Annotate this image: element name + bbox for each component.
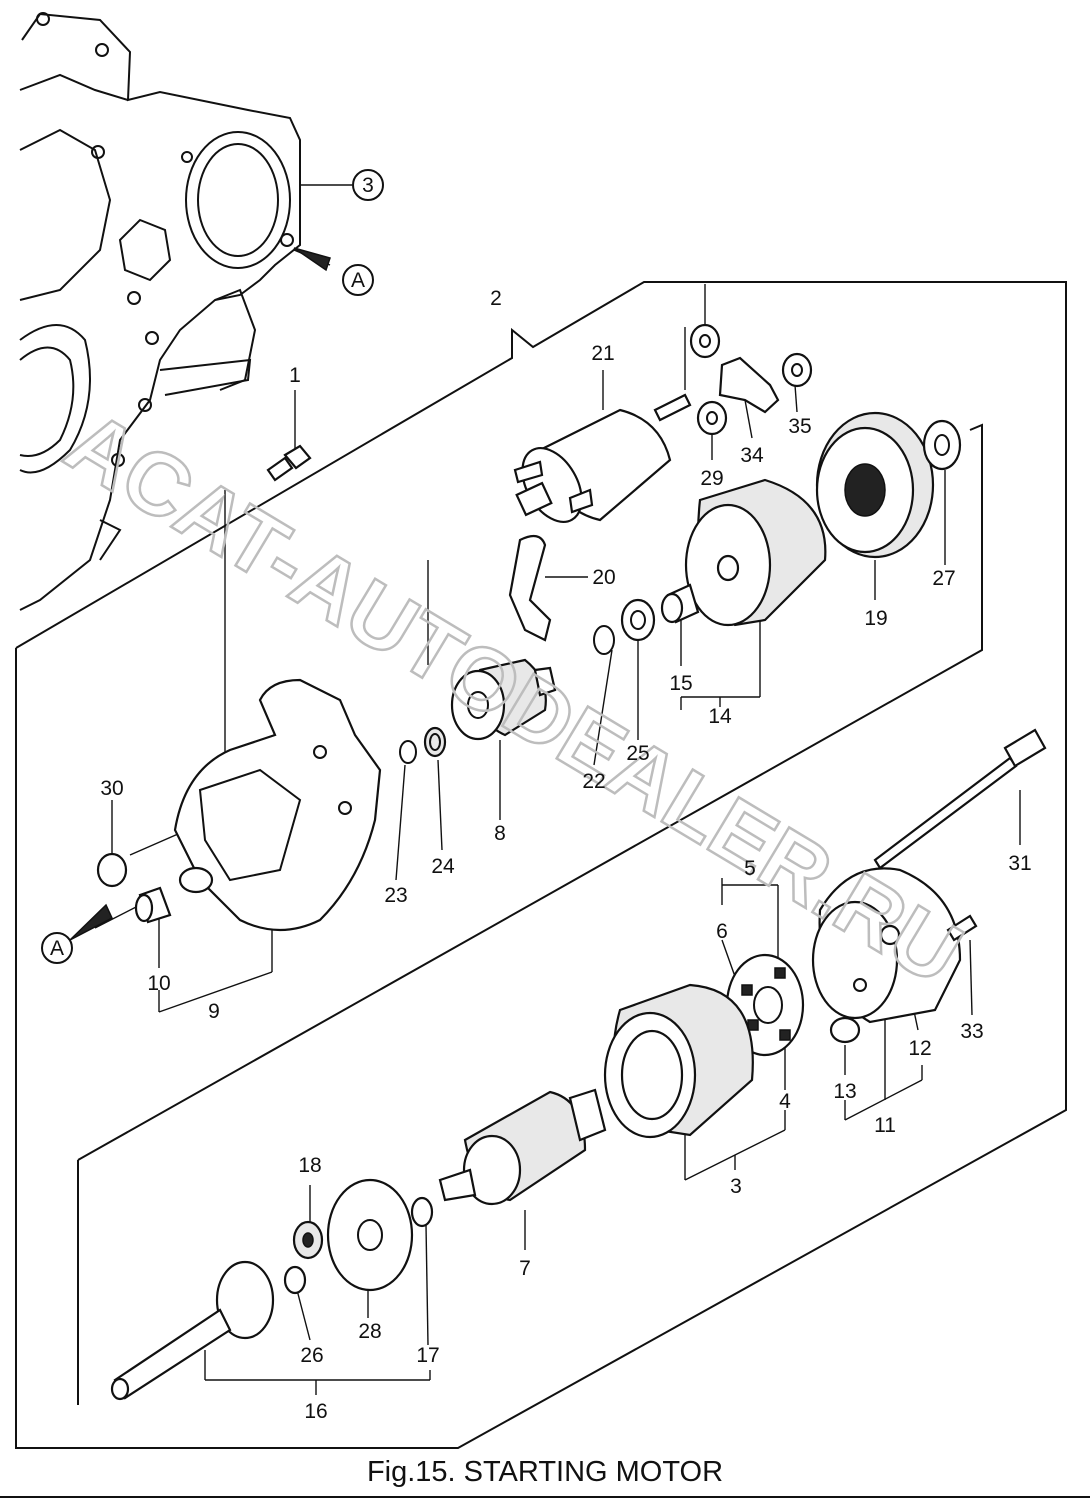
callout-4: 4	[779, 1090, 791, 1113]
callout-25: 25	[626, 742, 649, 765]
callout-22: 22	[582, 770, 605, 793]
engine-housing	[19, 12, 301, 611]
callout-9: 9	[208, 1000, 220, 1023]
callout-6: 6	[716, 920, 728, 943]
nut-35	[781, 352, 813, 388]
washer-25	[620, 598, 656, 642]
callout-2: 2	[490, 287, 502, 310]
callout-labels: 3 A A 2 1 21 35 34 29 20 19 27 15 14 25 …	[41, 169, 1032, 1423]
ref-a-top: A	[351, 269, 365, 292]
washer-26	[283, 1265, 307, 1295]
callout-30: 30	[100, 777, 123, 800]
callout-20: 20	[592, 566, 615, 589]
callout-17: 17	[416, 1344, 439, 1367]
yoke-14	[684, 478, 827, 627]
through-bolt-31	[873, 728, 1047, 870]
clutch-19	[815, 411, 935, 559]
lever-20	[508, 534, 552, 642]
assembly-bracket-2	[15, 281, 1067, 1449]
leader-lines	[69, 184, 1021, 1395]
gear-18	[292, 1220, 324, 1260]
callout-1: 1	[289, 364, 301, 387]
bottom-rule	[0, 1496, 1090, 1498]
bolt-1	[266, 444, 312, 482]
callout-31: 31	[1008, 852, 1031, 875]
starting-motor-diagram: ACAT-AUTODEALER.RU 3 A A 2 1 21 35 34 29…	[15, 12, 1067, 1449]
callout-35: 35	[788, 415, 811, 438]
callout-8: 8	[494, 822, 506, 845]
rear-cover-11	[811, 867, 962, 1024]
bushing-17	[410, 1196, 434, 1228]
callout-19: 19	[864, 607, 887, 630]
callout-10: 10	[147, 972, 170, 995]
cap-13	[829, 1016, 861, 1044]
callout-3: 3	[730, 1175, 742, 1198]
bolt-33	[946, 914, 978, 942]
callout-29: 29	[700, 467, 723, 490]
callout-26: 26	[300, 1344, 323, 1367]
plate-28	[326, 1178, 414, 1292]
callout-12: 12	[908, 1037, 931, 1060]
drive-housing-9	[173, 678, 382, 932]
washer-27	[922, 419, 962, 471]
callout-14: 14	[708, 705, 732, 728]
field-frame-3	[603, 983, 754, 1139]
ring-22	[593, 625, 615, 655]
callout-34: 34	[740, 444, 764, 467]
callout-5: 5	[744, 857, 756, 880]
callout-15: 15	[669, 672, 692, 695]
nut-top	[689, 323, 721, 359]
callout-24: 24	[431, 855, 455, 878]
shaft-16	[110, 1260, 275, 1401]
solenoid-21	[513, 393, 692, 523]
callout-21: 21	[591, 342, 614, 365]
armature-7	[438, 1088, 607, 1206]
callout-28: 28	[358, 1320, 381, 1343]
plate-34	[718, 356, 780, 414]
callout-27: 27	[932, 567, 955, 590]
ref-a-bottom: A	[50, 937, 64, 960]
figure-caption: Fig.15. STARTING MOTOR	[366, 1456, 724, 1488]
ring-23	[399, 740, 417, 764]
callout-7: 7	[519, 1257, 531, 1280]
callout-23: 23	[384, 884, 407, 907]
nut-30	[96, 852, 128, 888]
callout-11: 11	[874, 1114, 896, 1137]
callout-13: 13	[833, 1080, 856, 1103]
callout-18: 18	[298, 1154, 321, 1177]
spring-24	[423, 726, 447, 758]
bushing-10	[134, 886, 172, 924]
callout-3-top: 3	[362, 174, 374, 197]
bushing-15	[660, 583, 700, 624]
pinion-8	[450, 658, 557, 741]
nut-29	[696, 400, 728, 436]
callout-33: 33	[960, 1020, 983, 1043]
callout-16: 16	[304, 1400, 327, 1423]
